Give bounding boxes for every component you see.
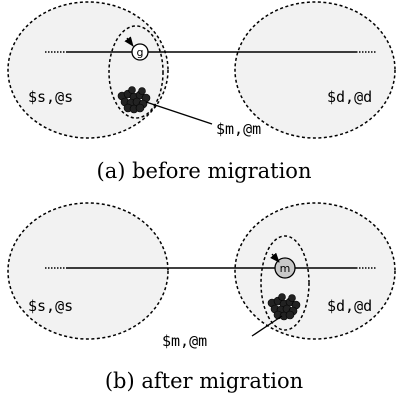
migrant-pointer (251, 315, 283, 337)
panel-a: g $s,@s $d,@d $m,@m (a) before migration (7, 1, 396, 183)
arrow-to-node (270, 252, 280, 263)
caption-b: (b) after migration (105, 369, 303, 393)
source-region (7, 202, 169, 340)
migrant-pointer (145, 101, 213, 125)
migrant-region (108, 25, 164, 119)
migrant-label: $m,@m (216, 120, 261, 138)
node-m (274, 257, 296, 279)
dest-region (234, 202, 396, 340)
caption-a: (a) before migration (97, 159, 312, 183)
dest-region (234, 1, 396, 139)
dest-label: $d,@d (327, 297, 372, 315)
panel-b: m $s,@s $d,@d $m,@m (b) after migration (7, 202, 396, 393)
node-g-label: g (137, 46, 144, 59)
source-label: $s,@s (28, 297, 73, 315)
dest-label: $d,@d (327, 88, 372, 106)
source-label: $s,@s (28, 88, 73, 106)
migrant-region (260, 235, 310, 331)
node-m-label: m (280, 262, 291, 275)
arrow-to-node (124, 36, 134, 47)
source-region (7, 1, 169, 139)
node-g (131, 43, 149, 61)
migrant-label: $m,@m (162, 332, 207, 350)
